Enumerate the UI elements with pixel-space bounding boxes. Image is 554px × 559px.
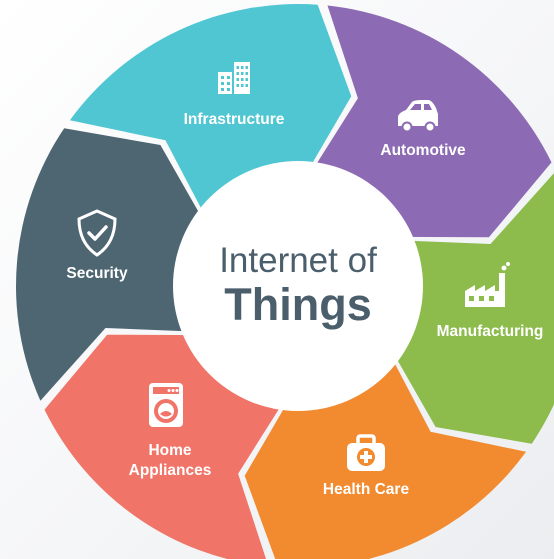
factory-icon: [465, 262, 510, 307]
center-title-line1: Internet of: [219, 241, 377, 280]
segment-automotive: Automotive: [309, 5, 552, 238]
first-aid-kit-icon: [347, 434, 385, 471]
segment-manufacturing-label: Manufacturing: [437, 323, 544, 340]
segment-security: Security: [16, 128, 206, 401]
segment-home-appliances-shape: [44, 334, 287, 559]
buildings-icon: [218, 62, 250, 94]
shield-check-icon: [77, 209, 117, 257]
segment-infrastructure-label: Infrastructure: [184, 111, 285, 128]
segment-manufacturing-shape: [390, 173, 554, 444]
segment-security-label: Security: [66, 265, 128, 282]
segment-security-shape: [16, 128, 206, 401]
segment-manufacturing: Manufacturing: [390, 173, 554, 444]
segment-automotive-label: Automotive: [380, 142, 466, 159]
washing-machine-icon: [149, 383, 183, 427]
segment-health-care-label: Health Care: [323, 481, 410, 498]
center-title-line2: Things: [224, 279, 371, 330]
center-circle: [173, 161, 423, 411]
car-icon: [398, 100, 438, 133]
